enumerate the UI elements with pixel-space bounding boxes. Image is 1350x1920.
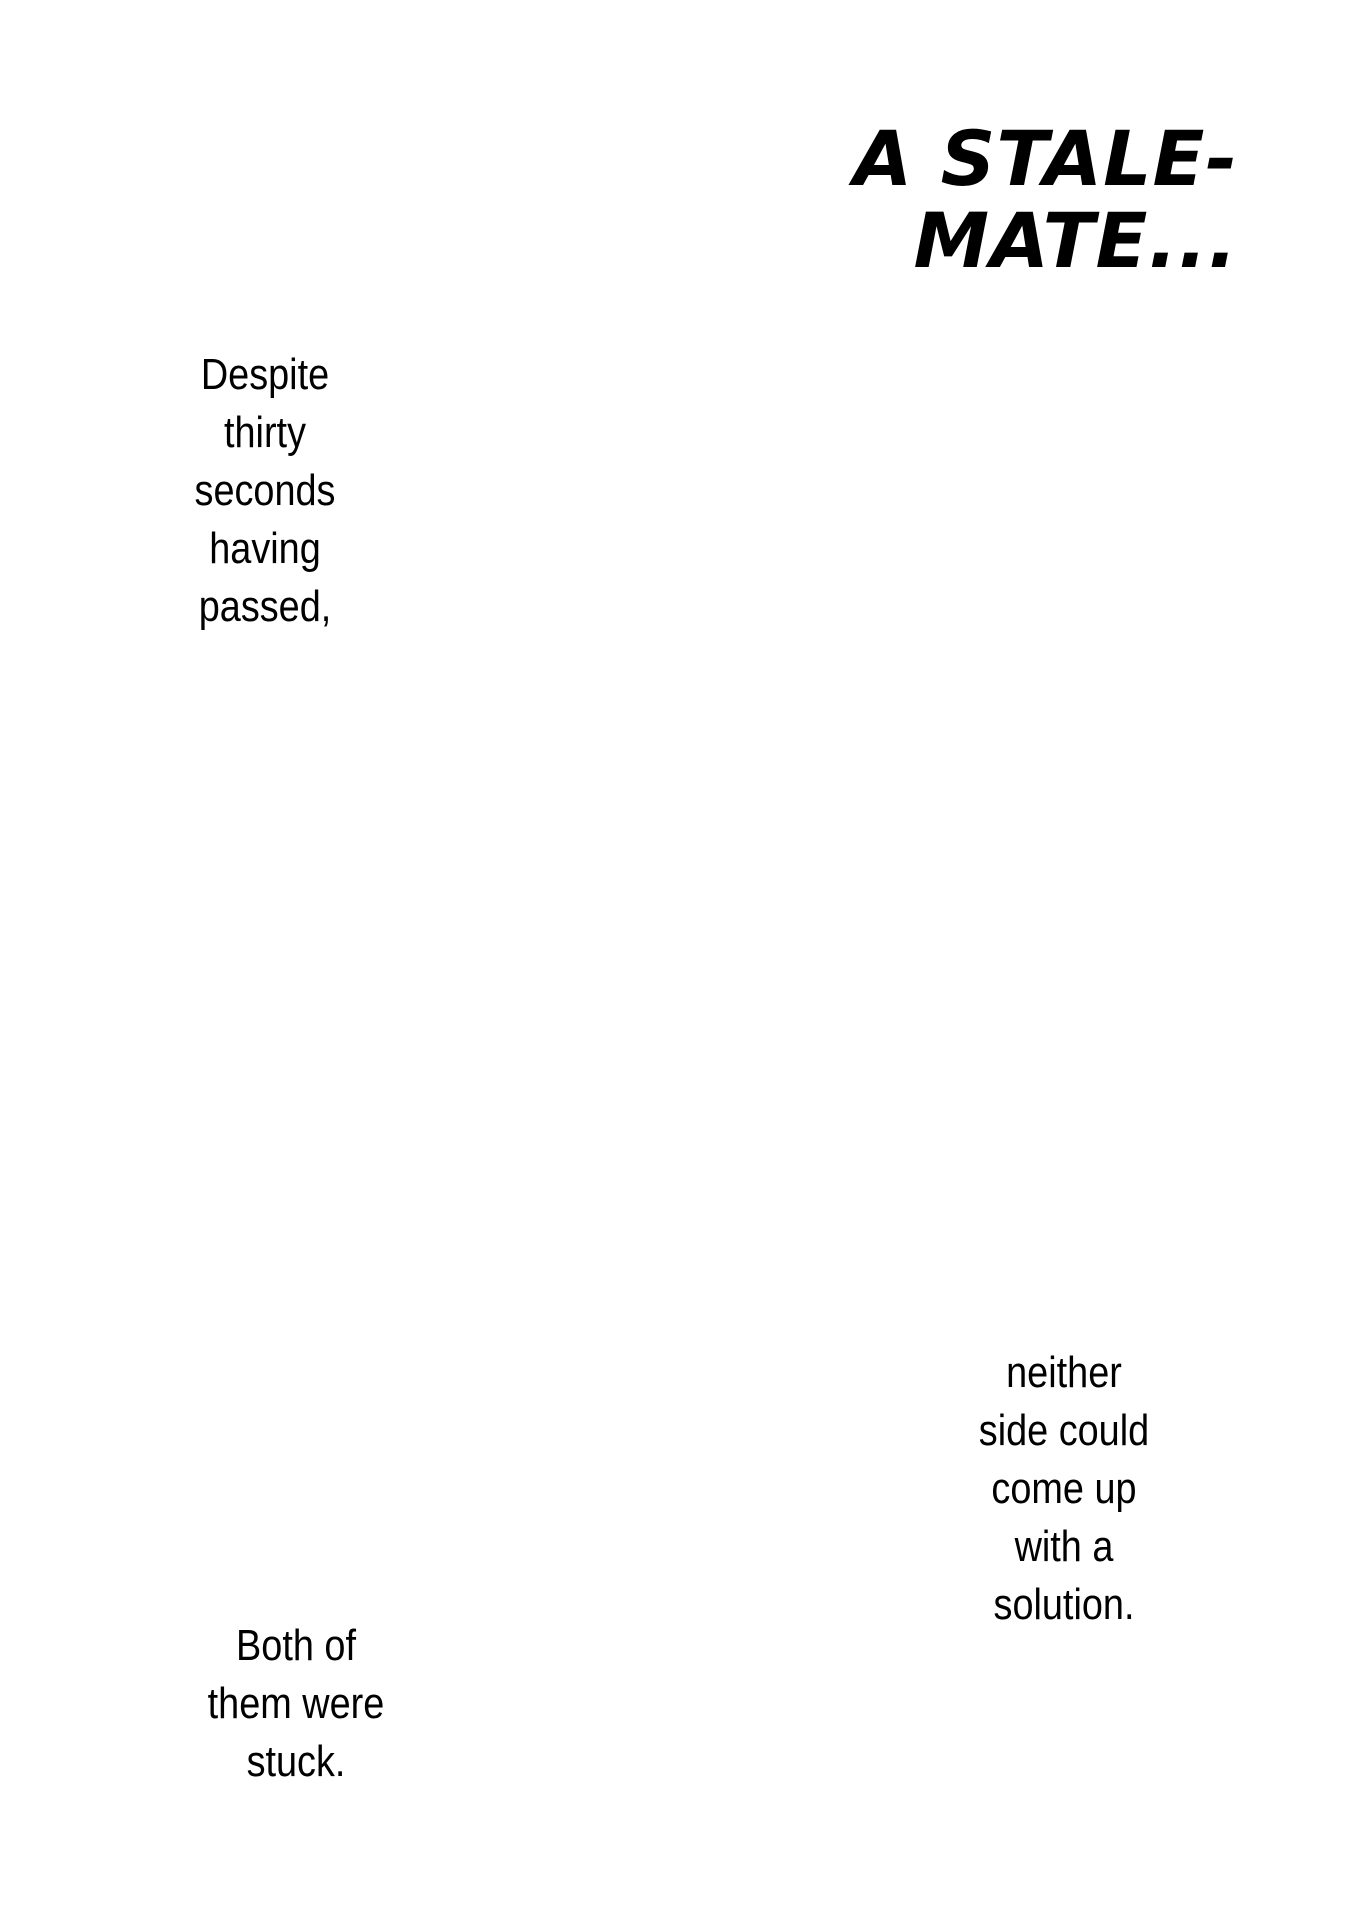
caption-line: side could — [978, 1406, 1150, 1455]
caption-line: them were — [207, 1679, 385, 1728]
caption-line: thirty — [223, 408, 306, 457]
caption-line: with a — [1014, 1522, 1114, 1571]
caption-neither: neither side could come up with a soluti… — [884, 1344, 1244, 1634]
sound-effect-title: A STALE- MATE... — [853, 118, 1238, 282]
caption-line: Despite — [200, 350, 330, 399]
caption-both-stuck: Both of them were stuck. — [116, 1617, 476, 1791]
caption-line: neither — [1006, 1348, 1122, 1397]
title-line-2: MATE... — [913, 196, 1238, 285]
caption-line: come up — [991, 1464, 1137, 1513]
title-line-1: A STALE- — [853, 114, 1238, 203]
caption-line: Both of — [236, 1621, 356, 1670]
caption-line: stuck. — [246, 1737, 346, 1786]
caption-line: seconds — [194, 466, 336, 515]
caption-line: having — [209, 524, 321, 573]
caption-line: passed, — [198, 582, 332, 631]
caption-line: solution. — [993, 1580, 1135, 1629]
caption-despite: Despite thirty seconds having passed, — [85, 346, 445, 636]
